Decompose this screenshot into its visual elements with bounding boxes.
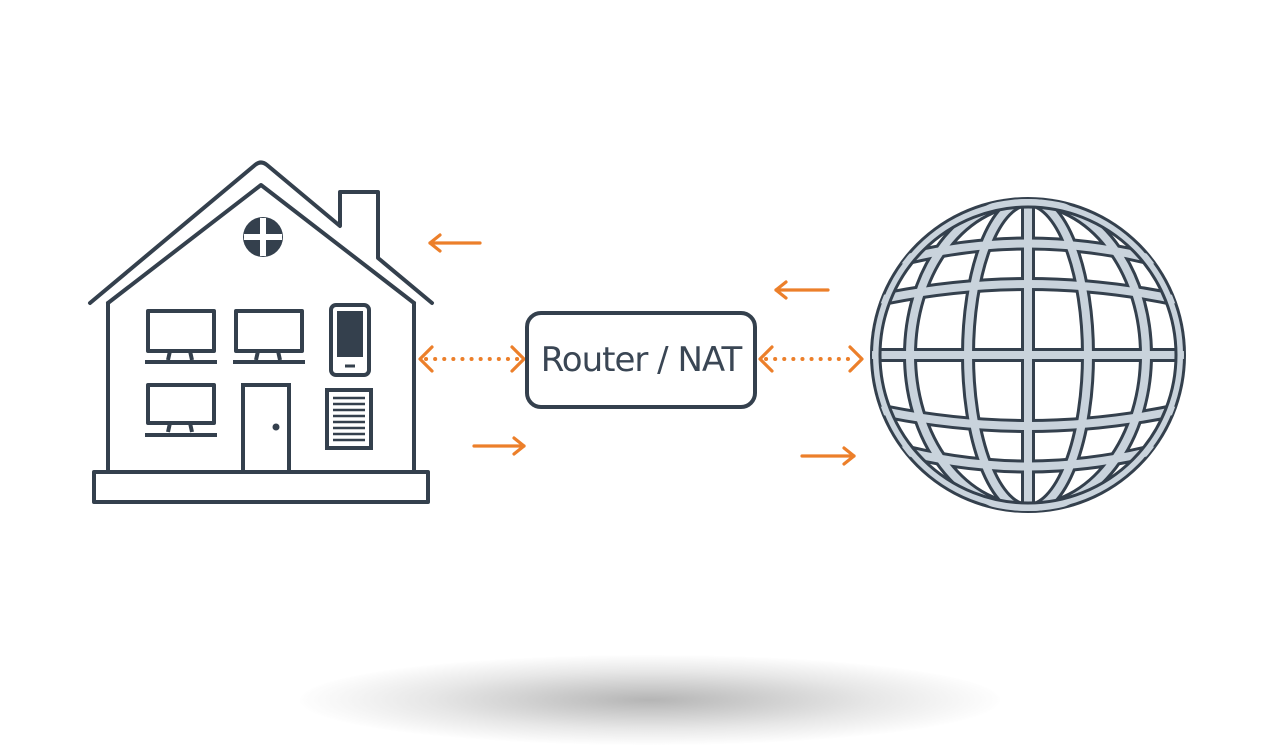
router-label: Router / NAT [540,340,743,380]
bidirectional-dotted-arrow-icon [758,345,864,373]
arrow-left-icon [428,233,482,253]
arrow-right-icon [472,436,526,456]
arrow-left-icon [774,280,830,300]
monitor-icon [233,309,305,364]
round-window-icon [243,217,283,257]
phone-icon [329,303,371,377]
bidirectional-dotted-arrow-icon [418,345,526,373]
monitor-icon [145,383,217,437]
server-icon [325,388,373,450]
router-box [525,311,757,409]
door-icon [241,383,291,474]
network-diagram [88,160,1186,513]
monitor-icon [145,309,217,364]
globe-icon [870,197,1186,513]
arrow-right-icon [800,446,856,466]
house-icon [88,160,434,504]
arrows [418,233,864,466]
